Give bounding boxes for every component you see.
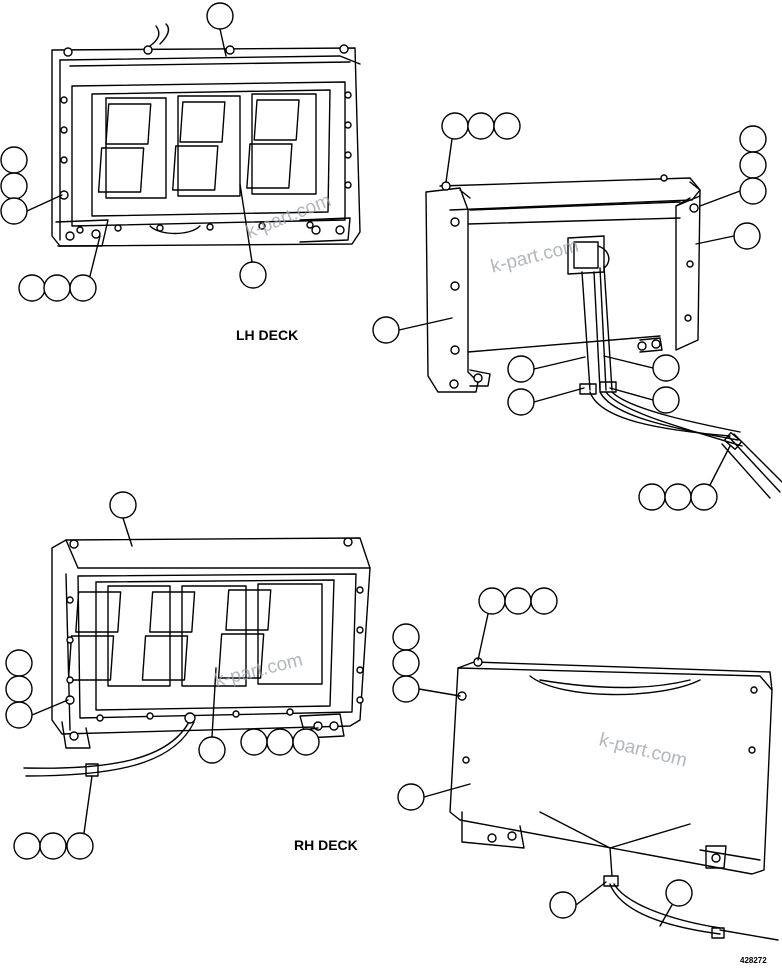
rh-display-front-bolts bbox=[65, 537, 364, 741]
figure-code: 428272 bbox=[740, 956, 767, 965]
lh-front-callouts bbox=[0, 2, 267, 302]
lh-deck-label: LH DECK bbox=[236, 327, 299, 343]
rh-display-rear-bolts bbox=[457, 657, 758, 863]
lh-display-front bbox=[51, 23, 361, 247]
rh-deck-label: RH DECK bbox=[294, 837, 358, 853]
rh-display-rear bbox=[449, 661, 779, 941]
rh-front-callouts bbox=[5, 491, 320, 860]
rh-display-front bbox=[23, 537, 371, 777]
rh-rear-callouts bbox=[392, 587, 693, 927]
lh-display-front-bolts bbox=[59, 44, 352, 241]
lh-rear-callouts bbox=[372, 112, 767, 511]
